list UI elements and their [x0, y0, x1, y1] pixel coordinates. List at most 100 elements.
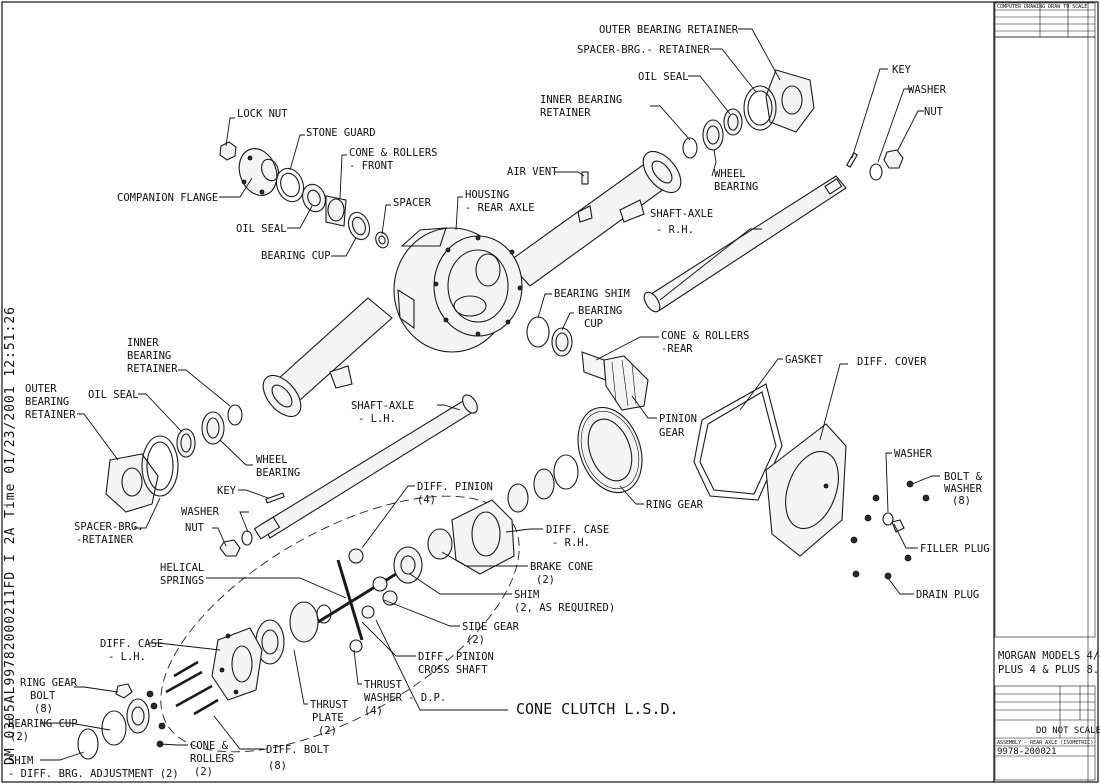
- label-shaft-axle-rh-2: - R.H.: [656, 224, 694, 236]
- label-cone-rollers-diff-1: CONE &: [190, 740, 229, 752]
- label-inner-bearing-retainer-lh-2: BEARING: [127, 350, 171, 362]
- label-diff-pinion-1: DIFF. PINION: [417, 481, 493, 493]
- label-wheel-bearing-rh-2: BEARING: [714, 181, 758, 193]
- label-ring-gear-bolt-1: RING GEAR: [20, 677, 78, 689]
- label-shim-diff-1: SHIM: [8, 755, 33, 767]
- label-outer-bearing-retainer-lh-1: OUTER: [25, 383, 57, 395]
- part-labels: OUTER BEARING RETAINER SPACER-BRG.- RETA…: [8, 24, 990, 780]
- label-lock-nut: LOCK NUT: [237, 108, 288, 120]
- label-thrust-plate-3: (2): [318, 725, 337, 737]
- model-note-line-1: MORGAN MODELS 4/4: [998, 650, 1100, 662]
- scale-note: DO NOT SCALE: [1036, 726, 1100, 736]
- label-key-rh: KEY: [892, 64, 912, 76]
- label-helical-springs-2: SPRINGS: [160, 575, 204, 587]
- label-nut-lh: NUT: [185, 522, 205, 534]
- side-stamp: DM 0305AL99782000211FD I 2A Time 01/23/2…: [3, 306, 18, 765]
- title-block-bottom: DO NOT SCALE ASSEMBLY - REAR AXLE (ISOME…: [994, 685, 1100, 781]
- label-brake-cone-1: BRAKE CONE: [530, 561, 593, 573]
- label-diff-bolt-2: (8): [268, 760, 287, 772]
- label-wheel-bearing-lh-1: WHEEL: [256, 454, 288, 466]
- label-wheel-bearing-lh-2: BEARING: [256, 467, 300, 479]
- label-inner-bearing-retainer-rh-2: RETAINER: [540, 107, 591, 119]
- label-drain-plug: DRAIN PLUG: [916, 589, 979, 601]
- label-cone-rollers-front-1: CONE & ROLLERS: [349, 147, 438, 159]
- label-thrust-plate-2: PLATE: [312, 712, 344, 724]
- label-shaft-axle-lh-2: - L.H.: [358, 413, 396, 425]
- label-bolt-washer-2: WASHER: [944, 483, 983, 495]
- label-spacer: SPACER: [393, 197, 432, 209]
- label-diff-bolt-1: DIFF. BOLT: [266, 744, 330, 756]
- label-diff-case-rh-2: - R.H.: [552, 537, 590, 549]
- label-ring-gear: RING GEAR: [646, 499, 704, 511]
- label-inner-bearing-retainer-lh-3: RETAINER: [127, 363, 178, 375]
- label-shaft-axle-lh-1: SHAFT-AXLE: [351, 400, 414, 412]
- label-outer-bearing-retainer-lh-3: RETAINER: [25, 409, 76, 421]
- label-cone-rollers-front-2: - FRONT: [349, 160, 394, 172]
- label-side-gear-2: (2): [466, 634, 485, 646]
- model-note: MORGAN MODELS 4/4 PLUS 4 & PLUS 8.: [998, 650, 1100, 676]
- label-washer-lh: WASHER: [181, 506, 220, 518]
- label-brake-cone-2: (2): [536, 574, 555, 586]
- label-bearing-cup-front: BEARING CUP: [261, 250, 331, 262]
- leader-lines: [40, 28, 940, 761]
- label-stone-guard: STONE GUARD: [306, 127, 376, 139]
- label-diff-case-rh-1: DIFF. CASE: [546, 524, 609, 536]
- label-bolt-washer-1: BOLT &: [944, 471, 983, 483]
- label-cone-rollers-rear-1: CONE & ROLLERS: [661, 330, 750, 342]
- label-bearing-cup-diff-1: BEARING CUP: [8, 718, 78, 730]
- label-air-vent: AIR VENT: [507, 166, 558, 178]
- label-side-gear-1: SIDE GEAR: [462, 621, 520, 633]
- main-caption: CONE CLUTCH L.S.D.: [516, 700, 679, 718]
- axle-housing: [262, 150, 682, 418]
- label-washer-cover: WASHER: [894, 448, 933, 460]
- label-spacer-brg-retainer-lh-2: -RETAINER: [76, 534, 134, 546]
- label-wheel-bearing-rh-1: WHEEL: [714, 168, 746, 180]
- label-filler-plug: FILLER PLUG: [920, 543, 990, 555]
- label-pinion-gear-2: GEAR: [659, 427, 685, 439]
- label-shim-diff-2: - DIFF. BRG. ADJUSTMENT (2): [8, 768, 179, 780]
- ring-gear-and-cover: [507, 383, 847, 557]
- label-diff-case-lh-2: - L.H.: [108, 651, 146, 663]
- label-bearing-shim: BEARING SHIM: [554, 288, 630, 300]
- drawing-number: 9978-200021: [997, 747, 1057, 757]
- label-housing-1: HOUSING: [465, 189, 509, 201]
- drawing-title: ASSEMBLY - REAR AXLE (ISOMETRIC): [997, 740, 1093, 746]
- label-bearing-cup-rear-1: BEARING: [578, 305, 622, 317]
- label-shaft-axle-rh-1: SHAFT-AXLE: [650, 208, 713, 220]
- label-thrust-washer-1: THRUST: [364, 679, 403, 691]
- label-outer-bearing-retainer-lh-2: BEARING: [25, 396, 69, 408]
- label-gasket: GASKET: [785, 354, 824, 366]
- label-oil-seal-lh: OIL SEAL: [88, 389, 139, 401]
- label-spacer-brg-retainer-lh-1: SPACER-BRG.: [74, 521, 144, 533]
- label-thrust-plate-1: THRUST: [310, 699, 349, 711]
- label-bolt-washer-3: (8): [952, 495, 971, 507]
- label-oil-seal-front: OIL SEAL: [236, 223, 287, 235]
- label-housing-2: - REAR AXLE: [465, 202, 535, 214]
- lh-side-parts: [105, 394, 478, 557]
- label-bearing-cup-diff-2: (2): [10, 731, 29, 743]
- label-inner-bearing-retainer-lh-1: INNER: [127, 337, 159, 349]
- label-diff-cover: DIFF. COVER: [857, 356, 927, 368]
- model-note-line-2: PLUS 4 & PLUS 8.: [998, 664, 1099, 676]
- label-diff-pinion-cross-shaft-1: DIFF. PINION: [418, 651, 494, 663]
- label-diff-case-lh-1: DIFF. CASE: [100, 638, 163, 650]
- label-thrust-washer-3: (4): [364, 705, 383, 717]
- label-ring-gear-bolt-3: (8): [34, 703, 53, 715]
- label-pinion-gear-1: PINION: [659, 413, 697, 425]
- cover-fasteners: [850, 480, 930, 580]
- label-diff-pinion-cross-shaft-2: CROSS SHAFT: [418, 664, 488, 676]
- label-ring-gear-bolt-2: BOLT: [30, 690, 56, 702]
- label-companion-flange: COMPANION FLANGE: [117, 192, 218, 204]
- label-outer-bearing-retainer-rh: OUTER BEARING RETAINER: [599, 24, 739, 36]
- label-cone-rollers-diff-2: ROLLERS: [190, 753, 234, 765]
- pinion-rear-parts: [526, 316, 649, 411]
- label-helical-springs-1: HELICAL: [160, 562, 204, 574]
- title-block-top: COMPUTER DRAWING DRAW TO SCALE: [994, 2, 1096, 638]
- label-washer-rh: WASHER: [908, 84, 947, 96]
- label-spacer-brg-retainer-rh: SPACER-BRG.- RETAINER: [577, 44, 710, 56]
- label-nut-rh: NUT: [924, 106, 944, 118]
- label-thrust-washer-2: WASHER - D.P.: [364, 692, 446, 704]
- rh-side-parts: [643, 69, 904, 313]
